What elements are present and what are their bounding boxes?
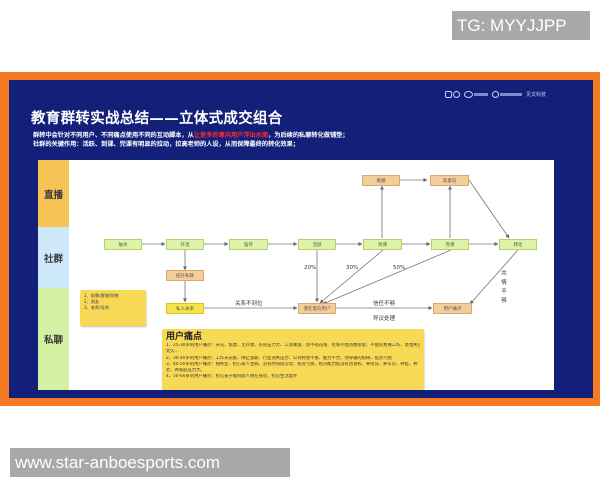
logo-icon: [445, 90, 460, 98]
node-high-intent: 高意向: [430, 175, 469, 186]
logo-icon: [492, 90, 522, 98]
node-complete: 完课: [431, 239, 469, 250]
node-upgrade-private: 提升私聊: [166, 270, 204, 281]
pain-points-panel: 用户痛点 1、25-30岁的用户痛点：开先、焦虑、无存款、买房压力大、工资难涨、…: [162, 329, 424, 390]
roles-note: 1、助教/客服/销售 2、朋友 3、老师/导师: [80, 290, 146, 326]
node-potential-user: 潜在意向用户: [298, 303, 336, 314]
subtitle-highlight: 让更多的意向用户浮出水面: [193, 132, 269, 139]
label-char: 情: [501, 280, 507, 286]
slide: 见文科技 教育群转实战总结——立体式成交组合 群转中会针对不同用户、不同痛点使用…: [9, 80, 593, 398]
label-trust-weak: 信任不够: [373, 301, 396, 307]
pain-line: 2、30-40岁的用户痛点：工作天花板、降止涨薪、行业洞失压力、公司经营不善、能…: [166, 355, 392, 361]
node-private-relation: 私人关系: [166, 303, 204, 314]
node-upgrade: 升温: [166, 239, 204, 250]
subtitle-line-2: 社群的关键作用：活跃、到课、完课有明显的拉动，拉高老师的人设，从而保障最终的转化…: [33, 141, 300, 148]
brand-text: 见文科技: [526, 91, 547, 98]
lane-group: 社群: [38, 227, 69, 288]
flow-arrows: [135, 178, 519, 310]
note-line: 2、朋友: [84, 299, 100, 304]
note-line: 3、老师/导师: [84, 305, 110, 310]
flow-diagram: 直播 社群 私聊: [38, 160, 554, 390]
logo-icon: [464, 90, 488, 98]
note-line: 1、助教/客服/销售: [84, 293, 119, 298]
pain-line: 太久...: [166, 349, 179, 355]
node-icebreak: 破冰: [104, 239, 142, 250]
label-20pct: 20%: [304, 265, 317, 271]
node-convert: 转化: [499, 239, 537, 250]
label-objection: 异议处理: [373, 316, 396, 322]
node-replay: 看播: [362, 175, 400, 186]
pain-line: 1、25-30岁的用户痛点：开先、焦虑、无存款、买房压力大、工资难涨、舍不得花钱…: [166, 343, 420, 348]
subtitle-text: 群转中会针对不同用户、不同痛点使用不同的互动脚本，从: [33, 132, 194, 139]
label-char: 共: [501, 271, 507, 277]
pain-points-title: 用户痛点: [166, 332, 203, 342]
label-30pct: 30%: [346, 265, 359, 271]
lane-private: 私聊: [38, 288, 69, 390]
pain-line: 4、50-60岁的用户痛点：担心孩子能同龄人财在身后、担心生活意外: [166, 374, 298, 380]
subtitle-text: ，为后续的私聊转化做铺垫；: [268, 132, 349, 139]
partner-logos: 见文科技: [445, 88, 546, 100]
watermark-top: TG: MYYJJPP: [452, 11, 590, 40]
watermark-bottom: www.star-anboesports.com: [10, 448, 290, 477]
pain-line: 3、40-50岁的用户痛点：独失业、担心家人生病、没有时间陪父母、投资亏损、经济…: [166, 361, 418, 367]
label-char: 不: [501, 289, 507, 295]
label-empathy-weak: 共 情 不 够: [500, 270, 508, 306]
node-attend: 到课: [363, 239, 402, 250]
node-retain: 留存: [229, 239, 268, 250]
label-50pct: 50%: [393, 265, 406, 271]
node-user-pain: 用户痛点: [433, 303, 472, 314]
label-char: 够: [501, 298, 507, 304]
label-relation-weak: 关系不到位: [235, 301, 263, 307]
lane-live: 直播: [38, 160, 69, 227]
node-active: 活跃: [298, 239, 336, 250]
pain-line: 老、养家庭压力大。: [166, 368, 205, 374]
slide-title: 教育群转实战总结——立体式成交组合: [31, 111, 283, 127]
subtitle-line-1: 群转中会针对不同用户、不同痛点使用不同的互动脚本，从让更多的意向用户浮出水面，为…: [33, 130, 349, 139]
